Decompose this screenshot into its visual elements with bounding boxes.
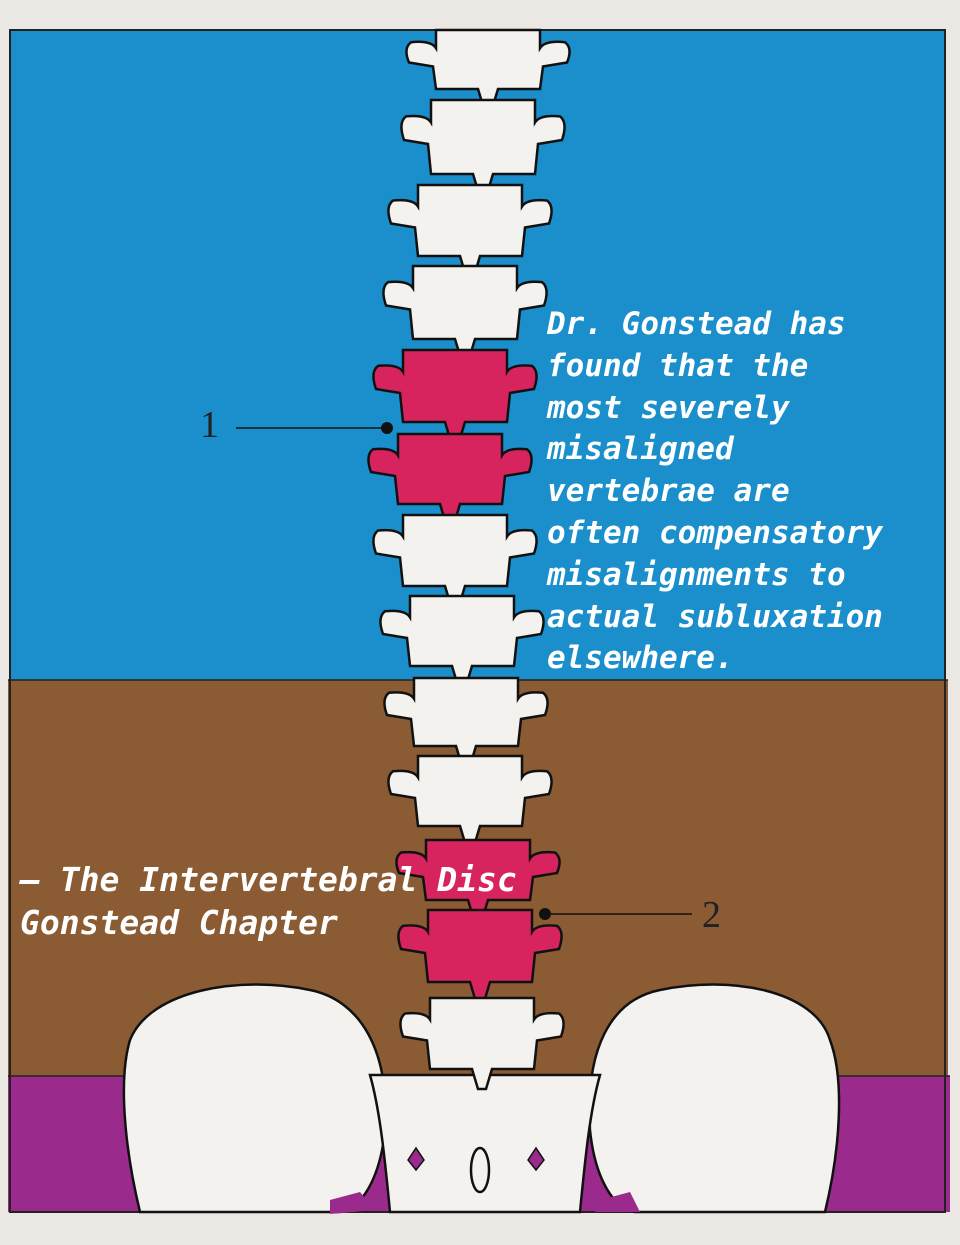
quote-line: found that the [547, 347, 809, 384]
label-1: 1 [200, 404, 219, 446]
quote-line: misalignments to [547, 556, 846, 593]
spine [367, 28, 571, 1091]
pointer-dot-1 [381, 422, 393, 434]
pelvis [122, 983, 841, 1214]
vertebra [399, 996, 565, 1091]
quote-line: often compensatory [547, 514, 883, 551]
attribution-line: – The Intervertebral Disc [20, 860, 517, 899]
pointer-dot-2 [539, 908, 551, 920]
quote-text: Dr. Gonstead has found that the most sever… [547, 304, 883, 680]
sacrum [368, 1073, 602, 1214]
sacral-foramina [407, 1146, 545, 1172]
quote-line: Dr. Gonstead has [547, 306, 846, 342]
attribution-line: Gonstead Chapter [20, 903, 338, 942]
quote-line: elsewhere. [547, 640, 734, 677]
sacral-foramen [469, 1146, 491, 1194]
label-2: 2 [702, 894, 721, 936]
quote-line: actual subluxation [547, 598, 883, 635]
quote-line: misaligned [547, 431, 734, 468]
pelvis-shadow [330, 1192, 640, 1214]
quote-line: vertebrae are [547, 473, 790, 510]
quote-line: most severely [547, 389, 790, 426]
right-ilium [588, 983, 841, 1214]
left-ilium [122, 983, 387, 1214]
